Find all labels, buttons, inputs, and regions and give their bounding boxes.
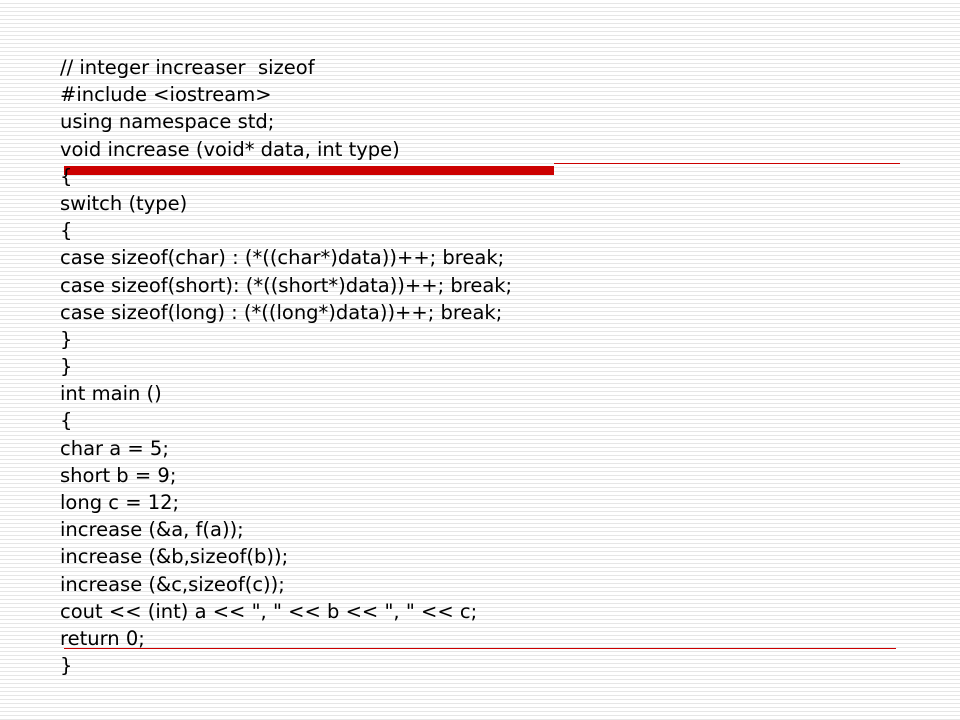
title-accent-bar [64,166,554,175]
code-line: short b = 9; [60,463,177,487]
code-line: } [60,654,73,678]
code-line: case sizeof(char) : (*((char*)data))++; … [60,246,505,270]
footer-divider-line [64,648,896,649]
code-line: #include <iostream> [60,83,272,107]
code-line: using namespace std; [60,110,275,134]
code-line: case sizeof(short): (*((short*)data))++;… [60,273,513,297]
code-line: { [60,409,73,433]
title-divider-line [554,163,900,164]
code-line: long c = 12; [60,491,180,514]
code-line: { [60,219,73,243]
code-line: // integer increaser sizeof [60,56,315,79]
code-line: increase (&b,sizeof(b)); [60,545,289,569]
code-line: int main () [60,382,162,406]
code-line: switch (type) [60,191,188,215]
code-line: char a = 5; [60,436,169,460]
code-line: increase (&a, f(a)); [60,518,244,542]
code-line: } [60,355,73,379]
code-line: cout << (int) a << ", " << b << ", " << … [60,599,478,623]
code-line: case sizeof(long) : (*((long*)data))++; … [60,300,503,324]
code-line: increase (&c,sizeof(c)); [60,572,285,596]
code-line: return 0; [60,626,145,650]
code-line: } [60,327,73,351]
code-block: // integer increaser sizeof #include <io… [60,54,512,679]
code-line: { [60,164,73,188]
code-line: void increase (void* data, int type) [60,137,400,161]
